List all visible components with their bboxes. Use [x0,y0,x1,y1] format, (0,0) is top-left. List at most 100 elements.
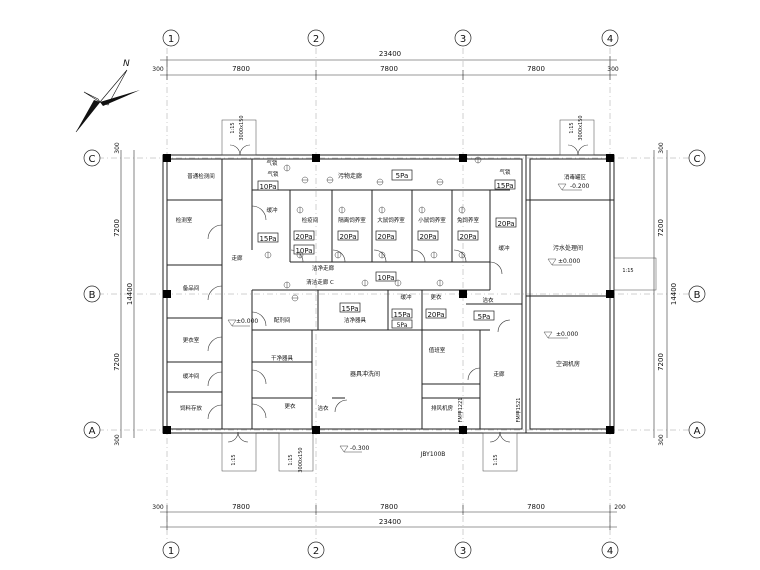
svg-text:7800: 7800 [527,503,545,511]
dimension-top: 23400 300 7800 7800 7800 300 [152,50,619,80]
svg-text:20Pa: 20Pa [377,233,394,241]
axis-bubble-top-4: 4 [601,29,619,47]
svg-text:C: C [694,154,701,165]
svg-text:配剂间: 配剂间 [274,316,291,324]
svg-text:-0.300: -0.300 [350,445,370,452]
svg-text:检测室: 检测室 [176,216,193,224]
svg-text:200: 200 [614,504,626,511]
svg-text:1:15: 1:15 [288,454,294,465]
svg-text:-0.200: -0.200 [570,183,590,190]
svg-text:污物走廊: 污物走廊 [338,172,362,180]
svg-text:300: 300 [607,66,619,73]
svg-text:14400: 14400 [670,283,678,305]
svg-text:饲料存放: 饲料存放 [180,404,203,412]
svg-text:7200: 7200 [113,353,121,371]
svg-text:±0.000: ±0.000 [556,331,578,338]
entrance-ramps [221,119,657,472]
svg-text:污水处理间: 污水处理间 [553,244,583,252]
svg-text:3000x150: 3000x150 [298,447,304,472]
room-labels: 普通检测间 检测室 备品间 更衣室 缓冲间 饲料存放 气锁 气锁 缓冲 走廊 污… [176,159,587,412]
dimension-right: 300 7200 14400 7200 300 [653,142,678,446]
svg-text:15Pa: 15Pa [259,235,276,243]
axis-bubble-right-A: A [688,421,706,439]
svg-text:更衣: 更衣 [284,402,296,410]
svg-text:7200: 7200 [657,353,665,371]
svg-text:3: 3 [460,34,466,45]
svg-text:更衣室: 更衣室 [183,336,200,344]
svg-text:300: 300 [114,142,121,154]
svg-text:20Pa: 20Pa [295,233,312,241]
axis-bubble-top-1: 1 [162,29,180,47]
svg-text:FM甲1521: FM甲1521 [516,398,522,423]
axis-bubble-bottom-1: 1 [162,541,180,559]
svg-text:清洁走廊 C: 清洁走廊 C [306,278,334,286]
svg-text:7800: 7800 [232,65,250,73]
north-arrow-icon: N [75,59,140,133]
svg-text:10Pa: 10Pa [295,247,312,255]
svg-text:3000x150: 3000x150 [239,115,245,140]
svg-text:走廊: 走廊 [231,254,243,262]
svg-text:气锁: 气锁 [499,168,511,176]
axis-bubble-left-A: A [83,421,101,439]
svg-text:20Pa: 20Pa [339,233,356,241]
svg-text:B: B [694,290,701,301]
svg-text:缓冲: 缓冲 [498,244,510,252]
svg-text:1:15: 1:15 [493,454,499,465]
structural-columns [163,154,614,434]
axis-bubble-top-3: 3 [454,29,472,47]
svg-text:FM甲1221: FM甲1221 [458,398,464,423]
level-marks: ±0.000 -0.200 ±0.000 ±0.000 -0.300 [227,183,590,453]
svg-text:缓冲: 缓冲 [266,206,278,214]
svg-text:7200: 7200 [657,219,665,237]
svg-text:更衣: 更衣 [430,293,442,301]
svg-text:20Pa: 20Pa [427,311,444,319]
axis-bubble-left-B: B [83,285,101,303]
svg-text:洁净走廊: 洁净走廊 [312,264,335,272]
svg-text:消毒罐区: 消毒罐区 [564,173,587,181]
svg-text:排风机房: 排风机房 [431,404,454,412]
svg-text:±0.000: ±0.000 [558,258,580,265]
svg-text:洁净器具: 洁净器具 [344,316,367,324]
svg-text:15Pa: 15Pa [393,311,410,319]
svg-text:4: 4 [607,34,613,45]
axis-bubble-bottom-3: 3 [454,541,472,559]
svg-text:23400: 23400 [379,50,401,58]
svg-text:洁衣: 洁衣 [317,404,329,412]
svg-text:备品间: 备品间 [183,284,200,292]
svg-text:5Pa: 5Pa [478,313,491,321]
dimension-left: 300 7200 14400 7200 300 [113,142,135,446]
svg-text:3000x150: 3000x150 [578,115,584,140]
svg-text:10Pa: 10Pa [377,274,394,282]
svg-text:1:15: 1:15 [569,122,575,133]
pressure-labels: 10Pa 15Pa 5Pa 15Pa 20Pa 20Pa 20Pa 20Pa 2… [257,169,517,329]
svg-text:23400: 23400 [379,518,401,526]
svg-text:15Pa: 15Pa [496,182,513,190]
svg-text:1:15: 1:15 [622,268,633,274]
svg-text:1: 1 [168,34,174,45]
svg-text:2: 2 [313,546,319,557]
svg-text:气锁: 气锁 [267,170,279,178]
svg-text:检疫间: 检疫间 [302,216,319,224]
svg-text:20Pa: 20Pa [459,233,476,241]
svg-text:N: N [123,59,130,69]
dimension-bottom: 300 7800 7800 7800 200 23400 [152,503,626,530]
svg-text:7800: 7800 [527,65,545,73]
svg-text:7800: 7800 [232,503,250,511]
svg-text:隔离饲养室: 隔离饲养室 [338,216,366,224]
tag-labels: JBY100B FM甲1521 FM甲1221 3000x150 3000x15… [230,115,634,472]
svg-text:大鼠饲养室: 大鼠饲养室 [377,216,405,224]
svg-text:缓冲: 缓冲 [400,293,412,301]
svg-text:1:15: 1:15 [231,454,237,465]
svg-text:7800: 7800 [380,65,398,73]
svg-text:1: 1 [168,546,174,557]
svg-text:走廊: 走廊 [493,370,505,378]
svg-text:300: 300 [152,504,164,511]
svg-text:300: 300 [114,434,121,446]
svg-text:A: A [694,426,701,437]
axis-bubble-right-C: C [688,149,706,167]
svg-text:7800: 7800 [380,503,398,511]
svg-text:值班室: 值班室 [429,346,446,354]
svg-text:A: A [89,426,96,437]
svg-text:干净器具: 干净器具 [271,354,294,362]
